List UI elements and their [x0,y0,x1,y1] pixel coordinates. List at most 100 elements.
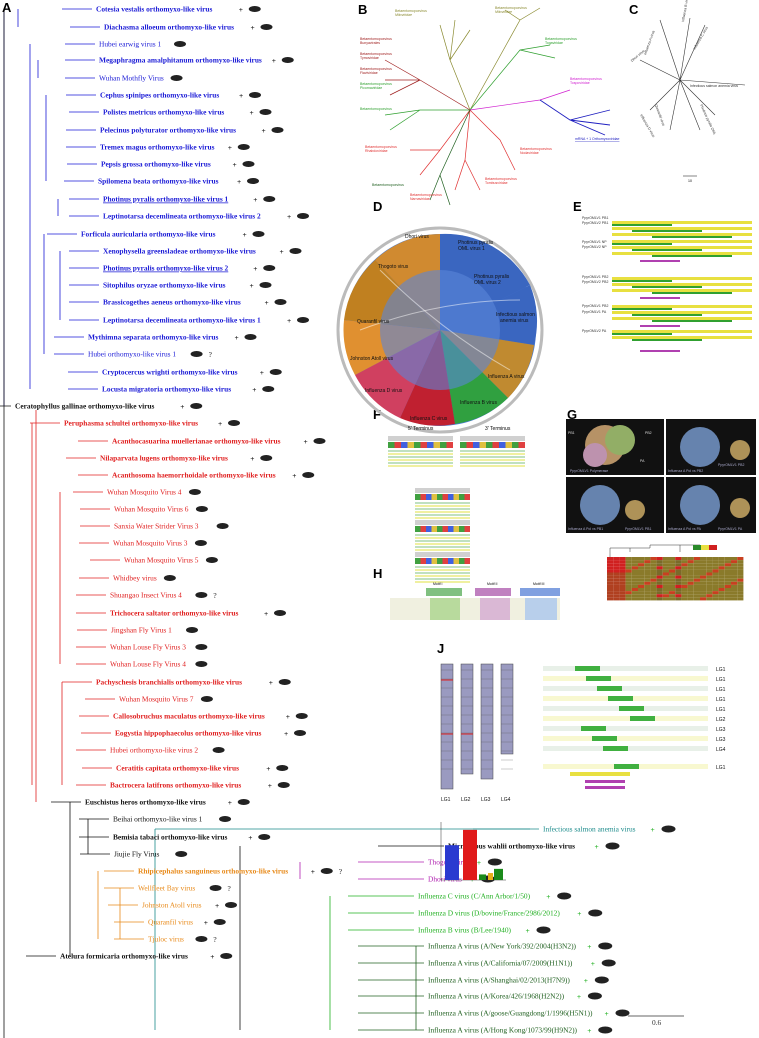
g-caption-5: PpyrOMLV1 PB1 [625,527,651,531]
host-silhouette-icon [252,231,265,237]
alignment-row-label: PpyrOMLV1 NP [582,240,607,244]
tree-leaf-label: Acanthosoma haemorrhoidale orthomyxo-lik… [112,471,276,480]
alignment-row-label: PpyrOMLV2 NP [582,245,607,249]
lg-label: LG1 [716,697,726,703]
svg-text:Influenza D virus: Influenza D virus [365,388,403,394]
lg-label: LG2 [716,717,726,723]
phylogenetic-tree-branches [0,8,539,1038]
svg-text:Tospoviridae: Tospoviridae [570,81,590,85]
tree-leaf-label: Influenza A virus (A/New York/392/2004(H… [428,942,577,951]
tree-leaf-label: Influenza A virus (A/Korea/426/1968(H2N2… [428,992,565,1001]
panel-label-j: J [437,641,444,656]
tree-leaf-label: Jingshan Fly Virus 1 [111,626,172,635]
host-silhouette-icon [249,92,261,98]
insect-host-marker: + [253,195,257,204]
insect-host-marker: + [284,729,288,738]
lg-label: LG3 [716,727,726,733]
tree-leaf-label: Cotesia vestalis orthomyxo-like virus [96,5,213,14]
tree-leaf-label: Ceratophyllus gallinae orthomyxo-like vi… [15,402,155,411]
motif-1: Motif I [433,582,443,586]
vertebrate-host-marker: + [587,942,591,951]
insect-host-marker: + [262,126,266,135]
tree-leaf-label: Pelecinus polyturator orthomyxo-like vir… [100,126,236,135]
linkage-group-label: LG3 [481,797,491,803]
insect-host-marker: + [272,56,276,65]
svg-text:Picornaviridae: Picornaviridae [360,86,382,90]
vertebrate-host-marker: + [526,926,530,935]
unknown-host-marker: ? [209,350,212,359]
host-silhouette-icon [260,24,273,30]
expression-bar [488,873,493,880]
host-silhouette-icon [320,868,333,874]
vertebrate-host-marker: + [584,976,588,985]
vertebrate-host-marker: + [651,825,655,834]
insect-host-marker: + [250,281,254,290]
tree-leaf-label: Whidbey virus [113,574,157,583]
insect-host-marker: + [235,333,239,342]
svg-text:Betaentomopoxvirus: Betaentomopoxvirus [410,193,442,197]
svg-text:Infectious salmon: Infectious salmon [496,312,535,318]
tree-leaf-label: Bactrocera latifrons orthomyxo-like viru… [110,781,241,790]
svg-text:Betaentomopoxvirus: Betaentomopoxvirus [395,9,427,13]
g-caption-6: Influenza A Pol vs PA [668,527,702,531]
tree-leaf-label: Callosobruchus maculatus orthomyxo-like … [113,712,265,721]
insect-host-marker: + [264,609,268,618]
lg-label: LG1 [716,765,726,771]
panel-c-scale: 10 [688,179,692,183]
panel-label-g: G [567,407,577,422]
host-silhouette-icon [598,942,613,950]
tree-leaf-label: Wuhan Mosquito Virus 7 [119,695,194,704]
alignment-row-label: PpyrOMLV1 PB2 [582,275,608,279]
tree-leaf-label: Rhipicephalus sanguineus orthomyxo-like … [138,867,288,876]
tree-leaf-label: Influenza C virus (C/Ann Arbor/1/50) [418,892,531,901]
host-silhouette-icon [195,661,208,667]
host-silhouette-icon [269,369,282,375]
lg-label: LG1 [716,677,726,683]
svg-text:Betaentomopoxvirus: Betaentomopoxvirus [485,177,517,181]
svg-text:anemia virus: anemia virus [500,318,529,324]
svg-text:Narnaviridae: Narnaviridae [410,197,430,201]
alignment-row-label: PpyrOMLV2 PA [582,329,607,333]
alignment-row-label: PpyrOMLV1 PB1 [582,216,608,220]
host-silhouette-icon [615,1009,630,1017]
motif-2: Motif II [487,582,498,586]
tree-leaf-label: Quaranfil virus [148,918,193,927]
tree-leaf-label: Photinus pyralis orthomyxo-like virus 1 [103,195,229,204]
tree-leaf-label: Locusta migratoria orthomyxo-like virus [102,385,231,394]
panel-label-b: B [358,2,367,17]
host-silhouette-icon [244,334,257,340]
host-silhouette-icon [263,196,276,202]
host-silhouette-icon [195,592,208,598]
insect-host-marker: + [268,781,272,790]
panel-c-labels: Influenza A virus Influenza B virus Infl… [630,0,738,138]
tree-leaf-label: Tremex magus orthomyxo-like virus [100,143,215,152]
g-caption-7: PpyrOMLV1 PA [718,527,743,531]
tree-leaf-label: Acanthocasuarina muellerianae orthomyxo-… [112,437,281,446]
expression-bar [479,874,486,880]
host-silhouette-icon [605,842,620,850]
insect-host-marker: + [311,867,315,876]
tree-leaf-label: Shuangao Insect Virus 4 [110,591,182,600]
svg-text:Dhori virus: Dhori virus [630,49,646,63]
vertebrate-host-marker: + [587,1026,591,1035]
insect-host-marker: + [248,833,252,842]
insect-host-marker: + [251,23,255,32]
insect-host-marker: + [180,402,184,411]
host-silhouette-icon [228,420,240,426]
vertebrate-host-marker: + [591,959,595,968]
host-silhouette-icon [260,455,273,461]
tree-leaf-label: Cryptocercus wrighti orthomyxo-like viru… [102,368,238,377]
svg-text:PB2: PB2 [645,431,652,435]
tree-leaf-label: Peruphasma schultei orthomyxo-like virus [64,419,198,428]
panel-h-motifs: Motif I Motif II Motif III [390,582,560,620]
tree-leaf-label: Hubei orthomyxo-like virus 2 [110,746,198,755]
tree-leaf-label: Wuhan Louse Fly Virus 3 [110,643,186,652]
host-silhouette-icon [276,765,289,771]
host-silhouette-icon [188,489,201,495]
host-silhouette-icon [594,976,609,984]
host-silhouette-icon [190,351,203,357]
tree-leaf-label: Leptinotarsa decemlineata orthomyxo-like… [103,212,261,221]
host-silhouette-icon [601,959,616,967]
insect-host-marker: + [228,143,232,152]
